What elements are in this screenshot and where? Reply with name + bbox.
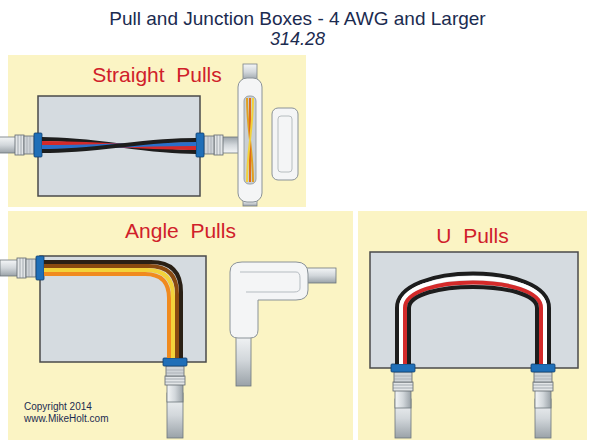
panel-heading: Angle Pulls [0,218,363,243]
panel: U Pulls [358,211,587,440]
lb-condulet [230,262,336,386]
panel: Straight Pulls [8,55,306,207]
panel-ground [358,211,587,440]
panel-heading: Straight Pulls [8,62,306,87]
title: Pull and Junction Boxes - 4 AWG and Larg… [0,8,595,30]
panel-ground [8,55,306,207]
u-pull-box [370,252,578,438]
angle-pull-box [0,256,206,438]
straight-pull-box [0,96,240,196]
c-condulet [238,64,298,206]
panel-ground [8,211,353,440]
code-reference: 314.28 [0,29,595,50]
copyright-note: Copyright 2014 www.MikeHolt.com [24,401,120,425]
panel: Angle PullsCopyright 2014 www.MikeHolt.c… [8,211,353,440]
panel-heading: U Pulls [358,223,587,248]
